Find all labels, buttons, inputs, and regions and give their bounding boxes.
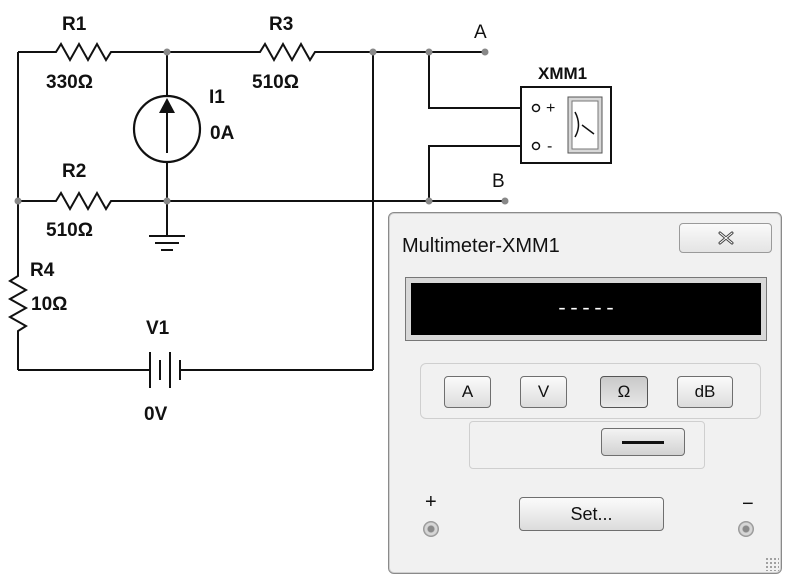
r3-value: 510Ω — [252, 72, 299, 93]
close-button[interactable] — [679, 223, 772, 253]
multimeter-window-title: Multimeter-XMM1 — [402, 235, 560, 257]
minus-terminal-label: − — [742, 493, 754, 515]
r1-name: R1 — [62, 14, 87, 35]
mode-button-ampere[interactable]: A — [444, 376, 491, 408]
resistor-r4[interactable] — [7, 262, 29, 348]
battery-v1[interactable] — [140, 352, 188, 388]
node-a-label: A — [474, 22, 487, 43]
close-icon — [718, 231, 733, 245]
dc-button[interactable] — [601, 428, 685, 456]
mode-button-group: A V Ω dB — [420, 363, 761, 419]
ground-icon — [149, 235, 185, 251]
junction-dots — [14, 48, 509, 205]
resistor-r1[interactable] — [42, 41, 122, 63]
mode-button-volt[interactable]: V — [520, 376, 567, 408]
xmm1-minus-label: - — [547, 138, 552, 155]
mode-button-decibel[interactable]: dB — [677, 376, 733, 408]
plus-terminal[interactable] — [423, 521, 439, 537]
resistor-r2[interactable] — [42, 190, 122, 212]
dc-icon — [622, 440, 664, 444]
set-button[interactable]: Set... — [519, 497, 664, 531]
wires — [17, 51, 528, 371]
current-source-i1[interactable] — [132, 94, 202, 164]
minus-terminal[interactable] — [738, 521, 754, 537]
multimeter-window: Multimeter-XMM1 ----- A V Ω dB + Set... … — [388, 212, 782, 574]
mode-button-ohm[interactable]: Ω — [600, 376, 648, 408]
resistor-r3[interactable] — [246, 41, 326, 63]
signal-type-group — [469, 421, 705, 469]
node-b-label: B — [492, 171, 505, 192]
xmm1-name: XMM1 — [538, 64, 587, 83]
r2-value: 510Ω — [46, 220, 93, 241]
resize-grip-icon[interactable] — [765, 557, 779, 571]
display-frame: ----- — [405, 277, 767, 341]
r2-name: R2 — [62, 161, 86, 182]
r4-name: R4 — [30, 260, 55, 281]
v1-value: 0V — [144, 404, 168, 425]
reading-display: ----- — [411, 283, 761, 335]
xmm1-plus-label: + — [546, 100, 555, 117]
r1-value: 330Ω — [46, 72, 93, 93]
v1-name: V1 — [146, 318, 170, 339]
multimeter-symbol-xmm1[interactable]: + - — [520, 86, 612, 164]
plus-terminal-label: + — [425, 491, 437, 513]
i1-value: 0A — [210, 123, 235, 144]
i1-name: I1 — [209, 87, 225, 108]
r3-name: R3 — [269, 14, 293, 35]
r4-value: 10Ω — [31, 294, 67, 315]
